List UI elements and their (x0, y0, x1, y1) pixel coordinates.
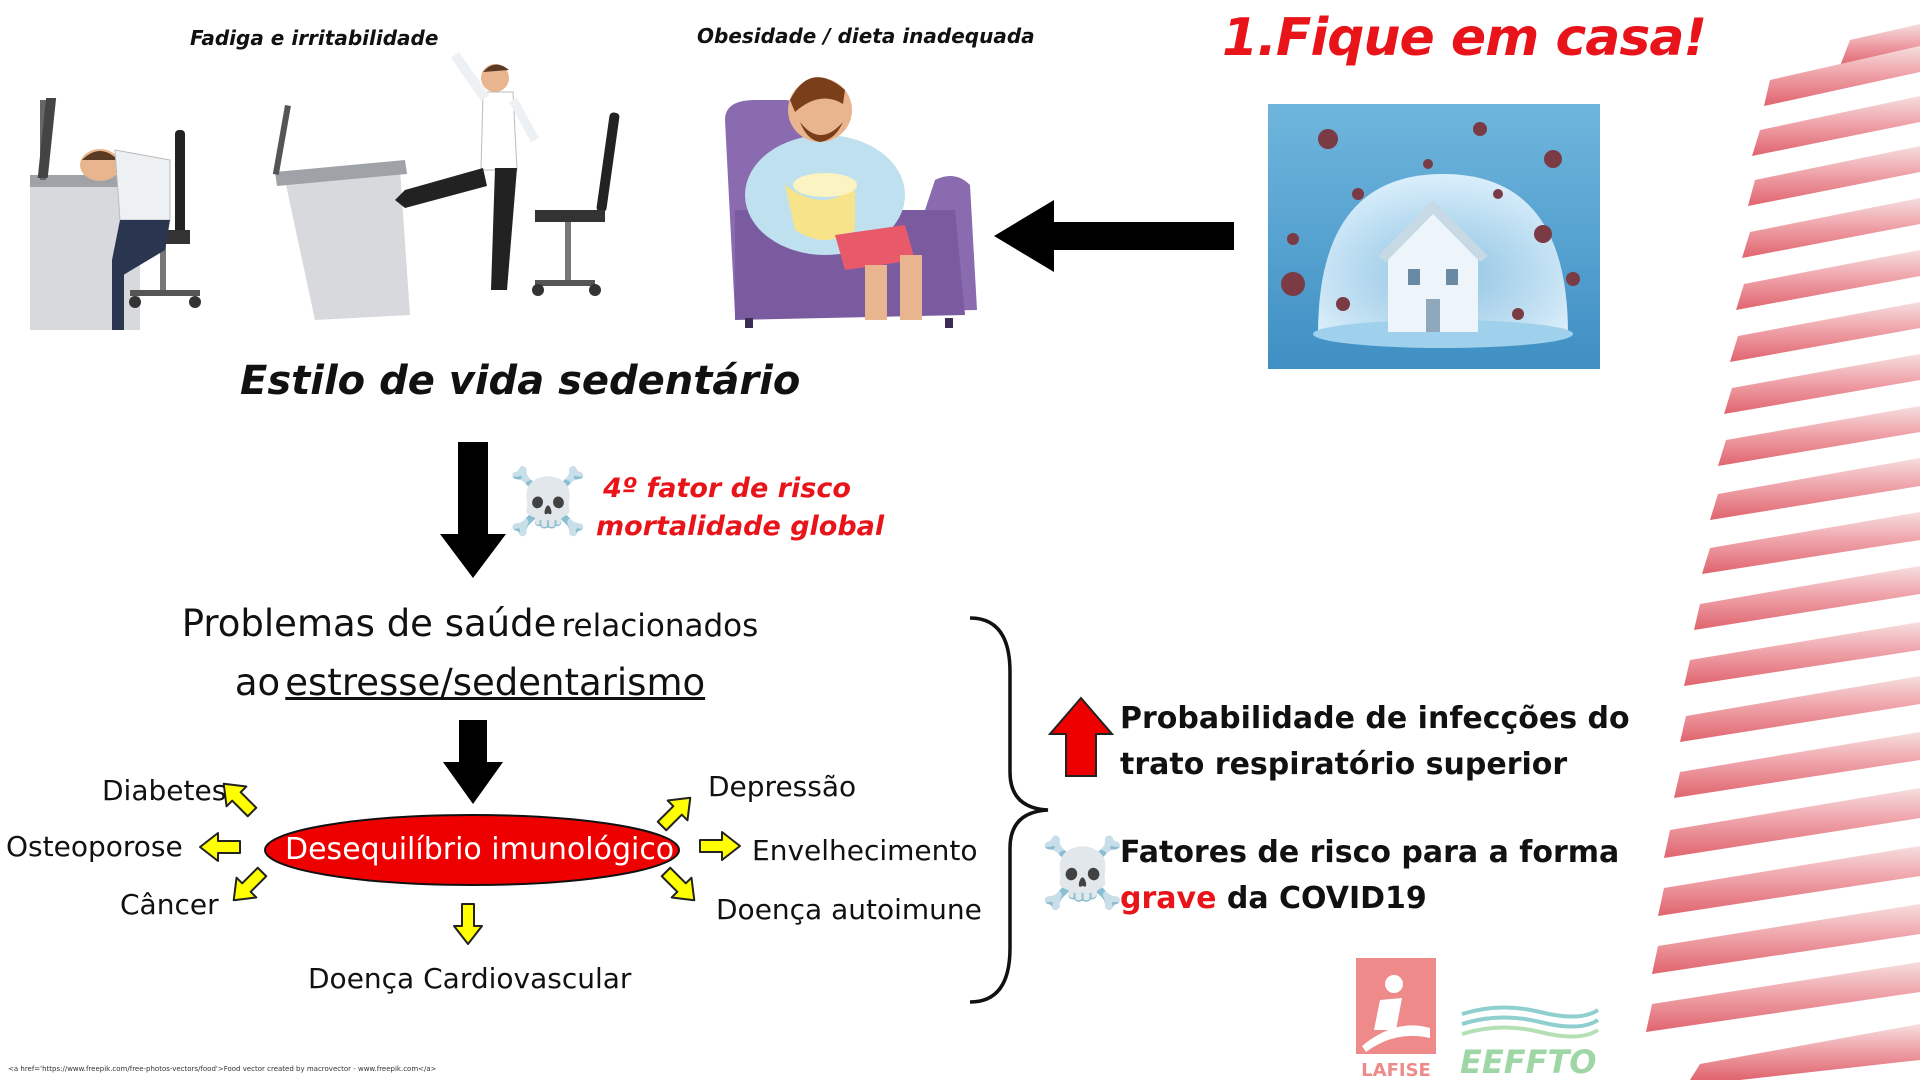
problems-part-1: Problemas de saúde (181, 602, 557, 645)
infection-probability-text: Probabilidade de infecções do trato resp… (1120, 696, 1630, 788)
immune-imbalance-ellipse (264, 814, 680, 886)
covid-line-2-rest: da COVID19 (1226, 881, 1427, 916)
problems-part-3: ao (234, 661, 281, 704)
infection-line-1: Probabilidade de infecções do (1120, 701, 1630, 736)
tired-worker-illustration (30, 98, 201, 330)
disease-cancer: Câncer (120, 888, 219, 921)
disease-cardiovascular: Doença Cardiovascular (308, 962, 632, 995)
arrow-to-osteoporose (199, 832, 241, 862)
lafise-logo: LAFISE (1356, 958, 1436, 1081)
red-up-arrow (1048, 696, 1114, 777)
frustrated-worker-illustration (272, 52, 620, 320)
down-arrow-lifestyle (440, 442, 506, 578)
covid-line-1: Fatores de risco para a forma (1120, 835, 1620, 870)
covid-grave-word: grave (1120, 881, 1217, 916)
skull-crossbones-icon-2: ☠️ (1040, 834, 1125, 913)
risk-factor-text: 4º fator de risco mortalidade global (596, 470, 885, 546)
infection-line-2: trato respiratório superior (1120, 747, 1568, 782)
disease-envelhecimento: Envelhecimento (752, 834, 978, 867)
stripes-graphic (1646, 24, 1920, 1080)
risk-line-1: 4º fator de risco (603, 473, 851, 504)
lafise-logo-mark (1356, 958, 1436, 1054)
obesity-caption: Obesidade / dieta inadequada (697, 24, 1035, 48)
arrow-to-envelhecimento (699, 831, 741, 861)
house-bubble-virus-image (1268, 104, 1600, 369)
disease-autoimune: Doença autoimune (716, 893, 982, 926)
problems-part-2: relacionados (561, 608, 759, 644)
health-problems-text: Problemas de saúde relacionados ao estre… (150, 598, 790, 716)
eeffto-logo-waves (1461, 1005, 1600, 1039)
fatigue-caption: Fadiga e irritabilidade (190, 26, 439, 50)
disease-osteoporose: Osteoporose (6, 830, 183, 863)
disease-depressao: Depressão (708, 770, 857, 803)
curly-brace (969, 616, 1049, 1004)
image-credit: <a href='https://www.freepik.com/free-ph… (8, 1065, 437, 1073)
lafise-logo-text: LAFISE (1361, 1060, 1431, 1081)
covid-risk-text: Fatores de risco para a forma grave da C… (1120, 830, 1619, 922)
problems-part-4: estresse/sedentarismo (285, 661, 706, 704)
left-arrow (994, 200, 1234, 272)
arrow-to-cardiovascular (453, 903, 483, 945)
headline-stay-home: 1.Fique em casa! (1222, 8, 1707, 68)
sedentary-lifestyle-label: Estilo de vida sedentário (240, 358, 801, 404)
decorative-stripes (1640, 0, 1920, 1080)
down-arrow-problems (443, 720, 503, 804)
skull-crossbones-icon: ☠️ (508, 465, 588, 539)
eeffto-logo-text: EEFFTO (1460, 1043, 1597, 1081)
immune-imbalance-label: Desequilíbrio imunológico (285, 832, 675, 867)
obese-man-couch-illustration (725, 77, 977, 328)
eeffto-logo: EEFFTO (1460, 1000, 1600, 1080)
disease-diabetes: Diabetes (102, 774, 227, 807)
risk-line-2: mortalidade global (596, 511, 885, 542)
